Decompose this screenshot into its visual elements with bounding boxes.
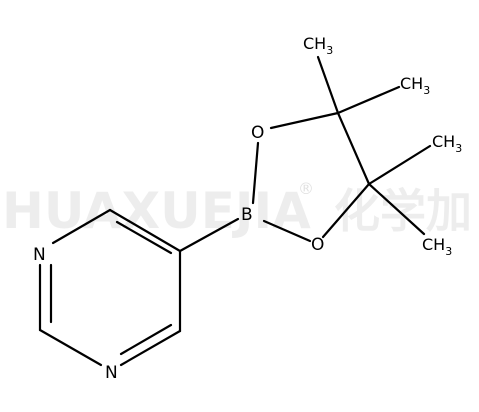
- oxygen-atom-label: O: [311, 235, 324, 255]
- bond-b-o: [251, 141, 260, 205]
- bond-o-c: [269, 111, 340, 130]
- bond-double-inner: [119, 323, 173, 356]
- dioxaborolane-ring: [178, 111, 371, 253]
- methyl-labels: CH3 CH3 CH3 CH3: [303, 34, 462, 258]
- pyrimidine-ring: [38, 208, 182, 367]
- watermark: HUAXUEJIA ® 化学加: [2, 179, 472, 240]
- watermark-chinese-text: 化学加: [334, 184, 472, 238]
- bond-methyl: [367, 144, 432, 186]
- bond: [108, 208, 182, 253]
- bond: [51, 208, 112, 245]
- bond-methyl: [336, 85, 401, 115]
- bond-methyl: [316, 55, 340, 115]
- methyl-bonds: [316, 55, 432, 236]
- bond-o-c: [321, 182, 371, 239]
- bond-c-b: [178, 217, 240, 253]
- watermark-text: HUAXUEJIA: [2, 182, 311, 240]
- bond: [38, 328, 103, 367]
- bond-b-o: [262, 219, 312, 243]
- bond-methyl: [367, 182, 426, 236]
- bond-double-inner: [115, 220, 173, 255]
- bond: [119, 329, 182, 367]
- bond-c-c: [336, 111, 371, 186]
- boron-atom-label: B: [241, 205, 253, 225]
- atom-labels: N N B O O: [33, 123, 324, 383]
- methyl-group-label: CH3: [303, 34, 333, 57]
- nitrogen-atom-label: N: [105, 363, 118, 383]
- methyl-group-label: CH3: [400, 74, 430, 97]
- nitrogen-atom-label: N: [33, 245, 46, 265]
- oxygen-atom-label: O: [251, 123, 264, 143]
- methyl-group-label: CH3: [432, 132, 462, 155]
- methyl-group-label: CH3: [422, 235, 452, 258]
- watermark-registered-mark: ®: [298, 179, 314, 198]
